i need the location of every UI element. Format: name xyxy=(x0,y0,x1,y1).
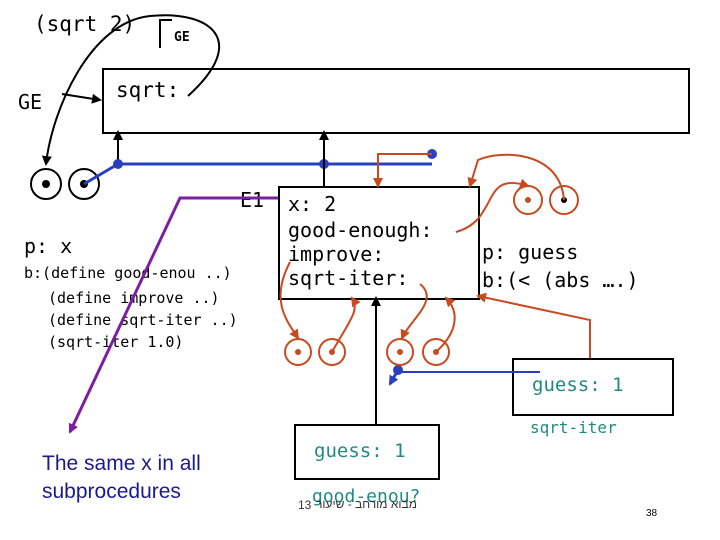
ge-left-label: GE xyxy=(18,90,43,114)
improve-binding-arrow xyxy=(279,261,300,340)
note-line-2: subprocedures xyxy=(42,480,181,503)
blue-down-line xyxy=(397,370,540,373)
page-number: 38 xyxy=(646,508,658,519)
sqrt-iter-binding-arrow xyxy=(400,283,428,340)
ge-small-label: GE xyxy=(174,30,190,45)
good-enough-param: p: guess xyxy=(482,240,579,264)
blue-env-arrow xyxy=(388,369,400,386)
good-enough-frame: guess: 1 xyxy=(294,424,440,480)
global-environment-frame: sqrt: xyxy=(102,68,690,134)
note-line-1: The same x in all xyxy=(42,452,201,475)
footer-slide-text: מבוא מורחב - שיעור xyxy=(316,497,417,511)
sqrt-body-line: (define sqrt-iter ..) xyxy=(48,311,238,329)
same-x-arrow xyxy=(68,196,278,434)
footer-slide-prefix: 13 xyxy=(298,498,312,512)
improve-env-arrow xyxy=(331,296,361,353)
e1-binding-sqrt-iter: sqrt-iter: xyxy=(288,266,409,290)
good-enough-frame-label: good-enou? xyxy=(312,486,421,507)
e1-binding-x: x: 2 xyxy=(288,192,337,216)
ge-bracket xyxy=(159,19,172,48)
sqrt-body-line: (sqrt-iter 1.0) xyxy=(48,333,184,351)
good-enough-binding-arrow xyxy=(455,178,530,233)
global-binding-sqrt: sqrt: xyxy=(116,78,180,102)
good-enough-env-arrow xyxy=(467,153,565,201)
sqrt-param: p: x xyxy=(24,234,73,258)
sqrt-iter-frame-binding: guess: 1 xyxy=(532,374,624,396)
call-expression: (sqrt 2) xyxy=(34,12,136,36)
e1-label: E1 xyxy=(240,188,265,212)
sqrt-iter-frame: guess: 1 xyxy=(512,358,674,416)
sqrt-proc-blue-line xyxy=(83,162,119,186)
good-enough-body: b:(< (abs ….) xyxy=(482,268,639,292)
sqrt-body-first: b:(define good-enou ..) xyxy=(24,264,232,282)
orange-top-path xyxy=(373,153,432,188)
e1-binding-improve: improve: xyxy=(288,242,385,266)
ge-arrow xyxy=(61,93,102,104)
e1-binding-good-enough: good-enough: xyxy=(288,218,433,242)
sqrt-iter-frame-label: sqrt-iter xyxy=(530,418,617,437)
sqrt-iter-frame-env-arrow xyxy=(476,292,591,358)
good-enough-frame-binding: guess: 1 xyxy=(314,440,406,462)
sqrt-iter-env-arrow xyxy=(435,296,456,353)
sqrt-binding-arrow xyxy=(41,14,221,166)
